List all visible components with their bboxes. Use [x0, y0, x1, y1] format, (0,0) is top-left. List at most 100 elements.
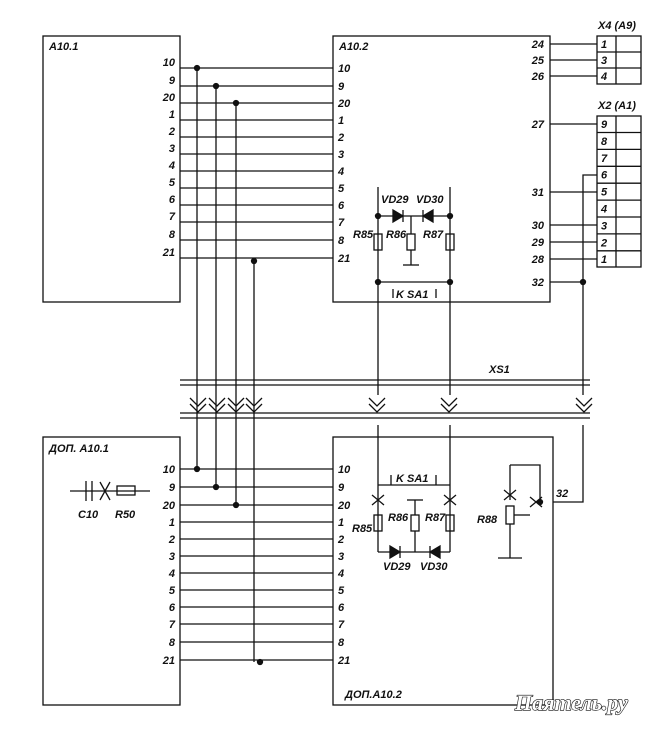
label-r85-top: R85: [353, 229, 374, 241]
pin-label-a10-2-right: 28: [531, 254, 545, 266]
connector-x4-title: X4 (A9): [597, 20, 636, 32]
pin-label-dop-a10-2: 8: [338, 637, 345, 649]
connector-x2-cell: 2: [600, 237, 607, 249]
connector-x2-cell: 4: [600, 204, 607, 216]
pin-label-a10-1: 9: [169, 75, 176, 87]
pin-label-dop-a10-1: 20: [162, 500, 176, 512]
connector-x2-title: X2 (A1): [597, 100, 636, 112]
pin-label-dop-a10-1: 6: [169, 602, 176, 614]
pin-label-a10-2: 21: [337, 253, 350, 265]
pin-label-dop-a10-2: 5: [338, 585, 345, 597]
pin-label-a10-2: 1: [338, 115, 344, 127]
pin-label-a10-1: 2: [168, 126, 175, 138]
connector-x2-cell: 8: [601, 136, 608, 148]
label-vd30-bottom: VD30: [420, 561, 448, 573]
pin-label-a10-2-right: 32: [532, 277, 544, 289]
connector-x2-cell: 1: [601, 254, 607, 266]
block-a10-2-title: A10.2: [338, 41, 368, 53]
pin-label-dop-a10-2: 1: [338, 517, 344, 529]
pin-label-a10-1: 20: [162, 92, 176, 104]
connector-xs1-title: XS1: [488, 364, 510, 376]
pin-label-a10-2: 9: [338, 81, 345, 93]
pin-label-a10-1: 1: [169, 109, 175, 121]
pin-label-dop-a10-2: 20: [337, 500, 351, 512]
pin-label-dop-a10-1: 8: [169, 637, 176, 649]
connector-x2-cell: 9: [601, 119, 608, 131]
pin-label-a10-1: 21: [162, 247, 175, 259]
label-vd29-top: VD29: [381, 194, 409, 206]
pin-label-a10-1: 7: [169, 211, 176, 223]
pin-label-a10-2-right: 24: [531, 39, 544, 51]
block-dop-a10-2-title: ДОП.A10.2: [344, 689, 402, 701]
label-sa1-bottom: K SA1: [396, 473, 428, 485]
connector-x4-cell: 4: [600, 71, 607, 83]
label-r88: R88: [477, 514, 498, 526]
label-vd29-bottom: VD29: [383, 561, 411, 573]
block-a10-1-title: A10.1: [48, 41, 78, 53]
pin-label-a10-2: 7: [338, 217, 345, 229]
pin-label-dop-a10-2: 2: [337, 534, 344, 546]
label-r85-bottom: R85: [352, 523, 373, 535]
pin-label-a10-1: 4: [168, 160, 175, 172]
pin-label-a10-2-right: 31: [532, 187, 544, 199]
pin-label-a10-2: 5: [338, 183, 345, 195]
pin-label-dop-a10-1: 10: [163, 464, 176, 476]
pin-label-dop-a10-1: 1: [169, 517, 175, 529]
connector-x4-cell: 3: [601, 55, 607, 67]
connector-x2-cell: 3: [601, 220, 607, 232]
pin-label-a10-2-right: 29: [531, 237, 545, 249]
pin-label-a10-1: 5: [169, 177, 176, 189]
pin-label-a10-2-right: 30: [532, 220, 545, 232]
label-vd30-top: VD30: [416, 194, 444, 206]
connector-x2: [596, 115, 642, 268]
pin-label-dop-a10-2: 7: [338, 619, 345, 631]
pin-label-dop-a10-2: 3: [338, 551, 344, 563]
pin-label-dop-a10-1: 5: [169, 585, 176, 597]
label-r86-top: R86: [386, 229, 407, 241]
pin-label-a10-2: 2: [337, 132, 344, 144]
pin-label-dop-a10-2: 10: [338, 464, 351, 476]
block-dop-a10-1-title: ДОП. A10.1: [48, 443, 109, 455]
label-r87-top: R87: [423, 229, 444, 241]
pin-label-a10-2: 10: [338, 63, 351, 75]
pin-label-a10-1: 6: [169, 194, 176, 206]
pin-label-a10-2: 20: [337, 98, 351, 110]
block-a10-1: [42, 35, 181, 303]
connector-x4-cell: 1: [601, 39, 607, 51]
pin-label-dop-a10-1: 7: [169, 619, 176, 631]
label-c10: C10: [78, 509, 99, 521]
connector-x2-cell: 7: [601, 153, 608, 165]
pin-label-a10-2-right: 27: [531, 119, 545, 131]
pin-label-dop-a10-2: 21: [337, 655, 350, 667]
connector-x4: [596, 35, 642, 85]
block-dop-a10-1: [42, 436, 181, 706]
pin-label-dop-a10-2: 9: [338, 482, 345, 494]
label-r50: R50: [115, 509, 136, 521]
pin-label-dop-a10-1: 21: [162, 655, 175, 667]
label-pin-32-bottom: 32: [556, 488, 568, 500]
pin-label-a10-2: 8: [338, 235, 345, 247]
pin-label-dop-a10-2: 4: [337, 568, 344, 580]
connector-x2-cell: 6: [601, 170, 608, 182]
connector-x2-cell: 5: [601, 187, 608, 199]
pin-label-a10-2: 4: [337, 166, 344, 178]
pin-label-dop-a10-1: 3: [169, 551, 175, 563]
block-dop-a10-2: [332, 436, 554, 706]
label-r86-bottom: R86: [388, 512, 409, 524]
pin-label-dop-a10-1: 9: [169, 482, 176, 494]
pin-label-a10-1: 8: [169, 229, 176, 241]
block-a10-2: [332, 35, 551, 303]
pin-label-dop-a10-1: 2: [168, 534, 175, 546]
pin-label-a10-1: 3: [169, 143, 175, 155]
pin-label-a10-2: 3: [338, 149, 344, 161]
pin-label-a10-2-right: 26: [531, 71, 545, 83]
watermark: Паятель.ру: [514, 690, 628, 715]
pin-label-dop-a10-2: 6: [338, 602, 345, 614]
pin-label-a10-2-right: 25: [531, 55, 545, 67]
label-r87-bottom: R87: [425, 512, 446, 524]
pin-label-a10-2: 6: [338, 200, 345, 212]
label-sa1-top: K SA1: [396, 289, 428, 301]
pin-label-a10-1: 10: [163, 57, 176, 69]
pin-label-dop-a10-1: 4: [168, 568, 175, 580]
